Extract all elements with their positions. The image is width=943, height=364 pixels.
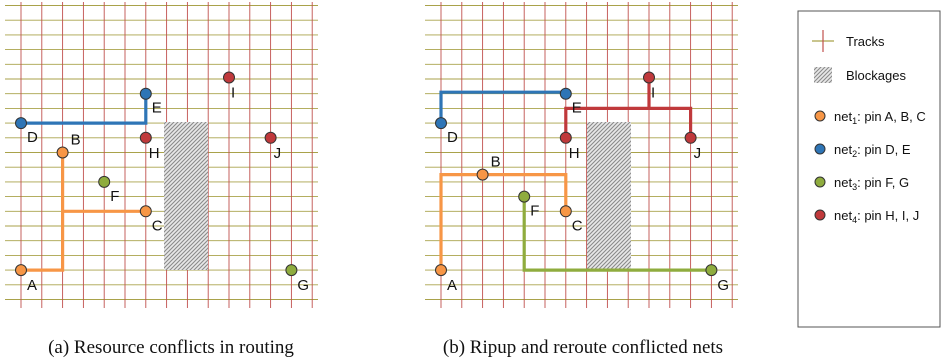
pin-label: D (447, 129, 458, 146)
pin-label: I (651, 85, 655, 102)
net4-pin-marker (559, 131, 572, 144)
net2-pin-icon (814, 143, 826, 155)
net2-pin-marker (435, 117, 447, 130)
pin-F: F (98, 175, 119, 205)
pin-B: B (56, 132, 81, 159)
net2-route (19, 92, 148, 125)
pin-label: J (274, 145, 282, 162)
net4-pin-icon (814, 209, 826, 221)
pin-C: C (559, 205, 583, 234)
pin-label: C (572, 217, 583, 234)
pin-G: G (705, 264, 729, 294)
pin-label: E (572, 100, 582, 117)
pin-label: H (149, 145, 160, 162)
pin-label: B (491, 154, 501, 171)
pin-C: C (139, 205, 163, 234)
net3-pin-marker (98, 175, 111, 188)
pins: A B C D E F G H I J (435, 71, 729, 294)
panel-a-resource-conflicts: A B C D E F G H I J (a) Resource conflicts in rou… (5, 2, 318, 358)
pin-label: D (27, 129, 38, 146)
pin-label: F (110, 188, 119, 205)
pin-I: I (643, 71, 655, 102)
pin-J: J (684, 131, 702, 162)
legend-net4-label: net4: pin H, I, J (834, 208, 919, 225)
net1-pin-marker (435, 264, 447, 277)
pin-label: J (694, 145, 702, 162)
pin-D: D (435, 117, 458, 146)
legend-net2-label: net2: pin D, E (834, 142, 911, 159)
net4-route (564, 106, 693, 140)
net4-pin-marker (139, 131, 152, 144)
pin-label: H (569, 145, 580, 162)
legend-item-net3: net3: pin F, G (814, 175, 909, 192)
net3-pin-marker (518, 190, 531, 203)
legend-box (797, 10, 941, 328)
caption-b: (b) Ripup and reroute conflicted nets (443, 337, 723, 358)
legend-net1-label: net1: pin A, B, C (834, 109, 926, 126)
net1-route (439, 173, 568, 272)
net2-pin-marker (15, 117, 27, 130)
net3-route (522, 195, 714, 272)
net1-route (19, 150, 65, 272)
pin-label: A (27, 277, 37, 294)
legend-item-tracks: Tracks (812, 30, 885, 52)
track-cross-icon (812, 30, 834, 52)
net1-pin-marker (56, 146, 69, 159)
pin-F: F (518, 190, 539, 220)
legend: Tracks Blockages net1: pin A, B, C net2:… (797, 10, 941, 328)
pin-label: I (231, 85, 235, 102)
net4-pin-marker (264, 131, 277, 144)
net1-pin-marker (15, 264, 27, 277)
pin-B: B (476, 154, 501, 181)
track-grid (5, 2, 318, 308)
net4-pin-marker (643, 71, 655, 84)
net1-pin-marker (139, 205, 152, 218)
blockage-region (587, 122, 631, 270)
legend-blockages-label: Blockages (846, 68, 906, 83)
pin-A: A (15, 264, 37, 294)
pin-E: E (139, 87, 162, 117)
pin-label: B (71, 132, 81, 149)
net4-pin-marker (684, 131, 697, 144)
net3-pin-marker (285, 264, 298, 277)
net3-pin-icon (814, 176, 826, 188)
pin-label: G (717, 277, 729, 294)
pin-label: A (447, 277, 457, 294)
net3-pin-marker (705, 264, 718, 277)
track-grid (425, 2, 738, 308)
pin-E: E (559, 87, 582, 117)
net2-pin-marker (559, 87, 572, 100)
net4-pin-marker (223, 71, 235, 84)
caption-a: (a) Resource conflicts in routing (48, 337, 294, 358)
legend-item-net2: net2: pin D, E (814, 142, 911, 159)
pin-J: J (264, 131, 282, 162)
hatch-swatch-icon (814, 67, 832, 83)
legend-tracks-label: Tracks (846, 34, 885, 49)
net2-pin-marker (139, 87, 152, 100)
net1-pin-marker (559, 205, 572, 218)
pin-label: C (152, 217, 163, 234)
legend-item-blockages: Blockages (814, 67, 906, 83)
pin-label: E (152, 100, 162, 117)
panel-b-ripup-reroute: A B C D E F G H I J (b) Ripup and reroute conflic… (425, 2, 738, 358)
pin-label: G (297, 277, 309, 294)
routes (19, 92, 148, 272)
net1-pin-marker (476, 168, 489, 181)
legend-item-net1: net1: pin A, B, C (814, 109, 926, 126)
pin-H: H (559, 131, 580, 162)
legend-net3-label: net3: pin F, G (834, 175, 909, 192)
net1-pin-icon (814, 110, 826, 122)
pin-D: D (15, 117, 38, 146)
pin-H: H (139, 131, 160, 162)
legend-item-net4: net4: pin H, I, J (814, 208, 919, 225)
pin-G: G (285, 264, 309, 294)
pins: A B C D E F G H I J (15, 71, 309, 294)
pin-A: A (435, 264, 457, 294)
pin-label: F (530, 203, 539, 220)
blockage-region (164, 122, 208, 270)
pin-I: I (223, 71, 235, 102)
